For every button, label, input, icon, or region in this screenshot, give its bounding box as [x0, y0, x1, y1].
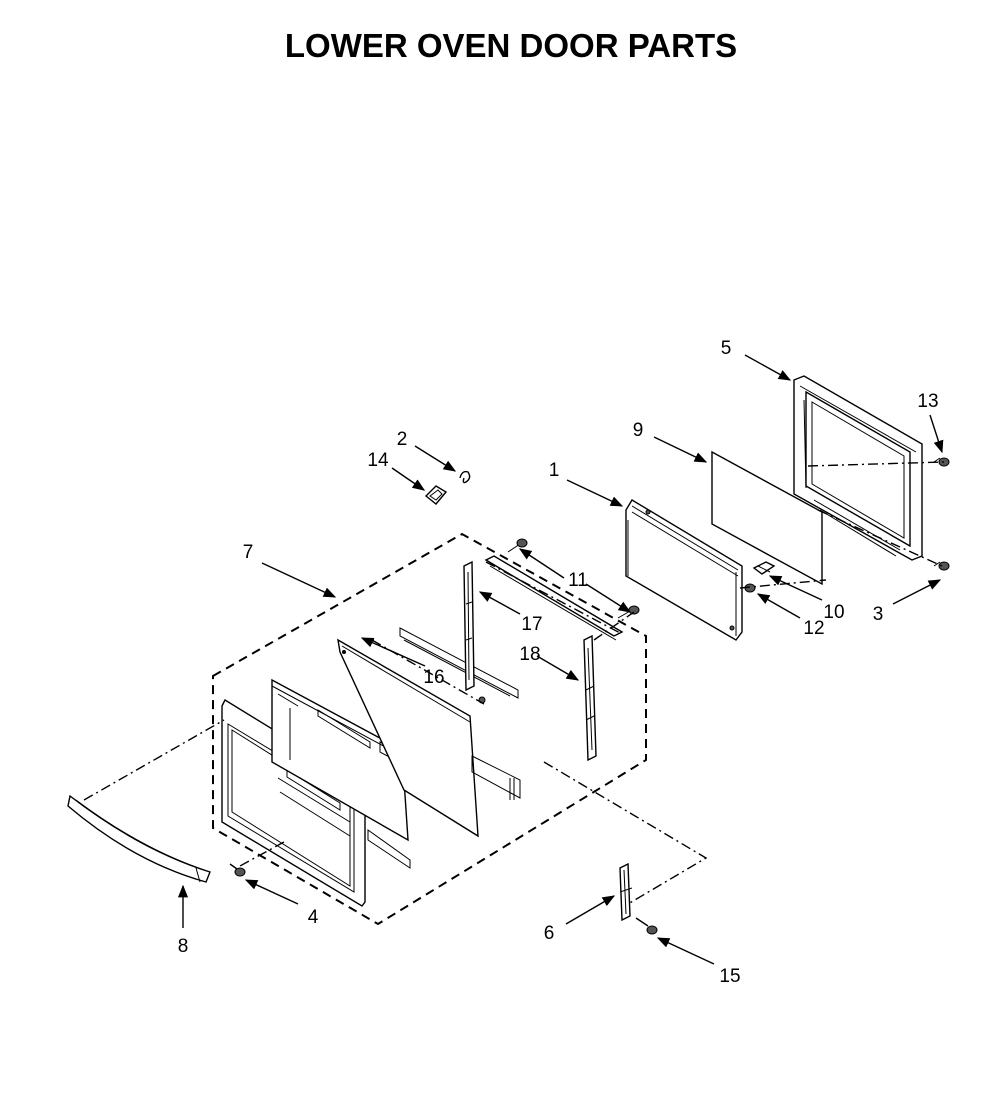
part-13-screw [933, 457, 950, 467]
callout-10: 10 [823, 602, 844, 623]
part-14-bracket [424, 485, 448, 505]
part-1-door-liner [625, 499, 743, 641]
callout-5: 5 [721, 338, 732, 359]
part-11-screws [507, 538, 640, 619]
callout-13: 13 [917, 391, 938, 412]
callout-11: 11 [568, 570, 588, 591]
callout-6: 6 [544, 923, 555, 944]
part-18-door-channel [583, 634, 597, 762]
part-5-door-frame [793, 375, 923, 561]
callout-8: 8 [178, 936, 189, 957]
callout-15: 15 [719, 966, 740, 987]
part-9-glass [711, 450, 823, 586]
page-title: LOWER OVEN DOOR PARTS [285, 27, 737, 64]
callout-9: 9 [633, 420, 644, 441]
part-4-screw [229, 863, 246, 877]
callout-labels: 5 13 9 2 14 1 7 11 17 18 16 10 12 3 4 8 … [178, 338, 939, 987]
part-3-screw [933, 561, 950, 571]
part-2-clip [459, 470, 471, 484]
part-7-door-assembly-outline [212, 532, 647, 926]
callout-18: 18 [519, 644, 540, 665]
part-6-hinge [619, 862, 633, 922]
callout-4: 4 [308, 907, 319, 928]
part-15-screw [635, 917, 658, 935]
callout-7: 7 [243, 542, 254, 563]
callout-14: 14 [367, 450, 389, 471]
callout-12: 12 [803, 618, 824, 639]
part-8-door-handle [67, 794, 211, 883]
part-10-clip [752, 561, 776, 575]
callout-3: 3 [873, 604, 884, 625]
part-17-door-channel [463, 555, 624, 692]
callout-16: 16 [423, 667, 444, 688]
callout-17: 17 [521, 614, 542, 635]
door-insulation-strips [399, 627, 521, 800]
leader-arrows [177, 354, 944, 965]
callout-1: 1 [549, 460, 560, 481]
callout-2: 2 [397, 429, 408, 450]
